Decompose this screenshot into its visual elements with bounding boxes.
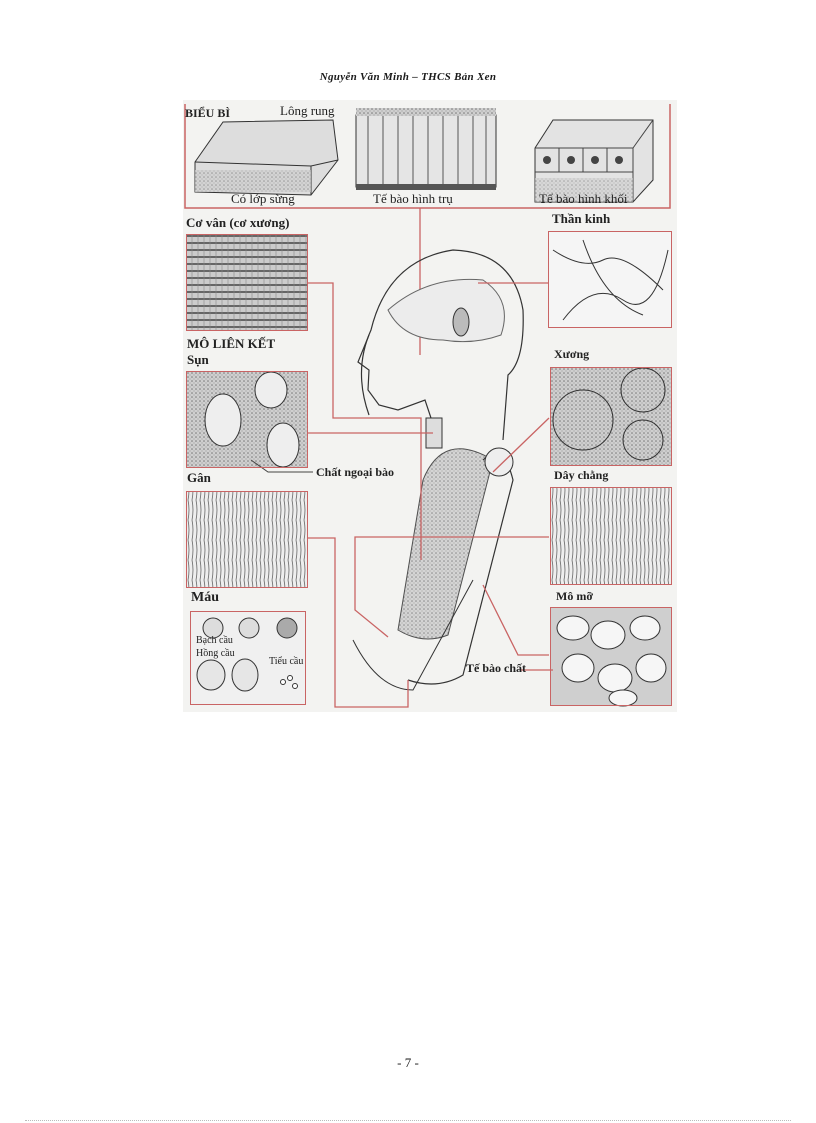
label-te-bao-hinh-tru: Tế bào hình trụ [373,191,453,206]
label-tieu-cau: Tiểu cầu [269,656,304,667]
label-than-kinh: Thần kinh [552,211,611,226]
label-gan: Gân [187,470,211,485]
tendon-panel [186,491,308,588]
tissue-diagram: BIỂU BÌ Lông rung Có lớp sừng Tế bào hìn… [183,100,677,712]
label-bach-cau: Bạch cầu [196,635,233,646]
label-day-chang: Dây chằng [554,468,609,482]
label-bieu-bi: BIỂU BÌ [185,106,231,120]
label-hong-cau: Hồng cầu [196,648,235,659]
page-number: - 7 - [397,1055,419,1070]
label-co-lop-sung: Có lớp sừng [231,191,295,206]
ligament-panel [550,487,672,585]
blood-panel [190,611,306,705]
label-te-bao-hinh-khoi: Tế bào hình khối [539,191,628,206]
label-long-rung: Lông rung [280,103,335,118]
adipose-panel [550,607,672,706]
label-mo-mo: Mô mỡ [556,589,593,603]
cartilage-panel [186,371,308,468]
label-co-van: Cơ vân (cơ xương) [186,215,290,230]
skeletal-muscle-panel [186,234,308,331]
diagram-drawing [184,104,671,708]
label-te-bao-chat: Tế bào chất [466,661,526,675]
page-bottom-border [25,1120,791,1121]
nerve-panel [548,231,672,328]
label-xuong: Xương [554,347,590,361]
label-mo-lien-ket: MÔ LIÊN KẾT [187,336,276,351]
bone-panel [550,367,672,466]
label-sun: Sụn [187,352,209,367]
page-header: Nguyễn Văn Minh – THCS Bản Xen [319,71,497,83]
label-mau: Máu [191,590,219,605]
label-chat-ngoai-bao: Chất ngoại bào [316,465,395,479]
